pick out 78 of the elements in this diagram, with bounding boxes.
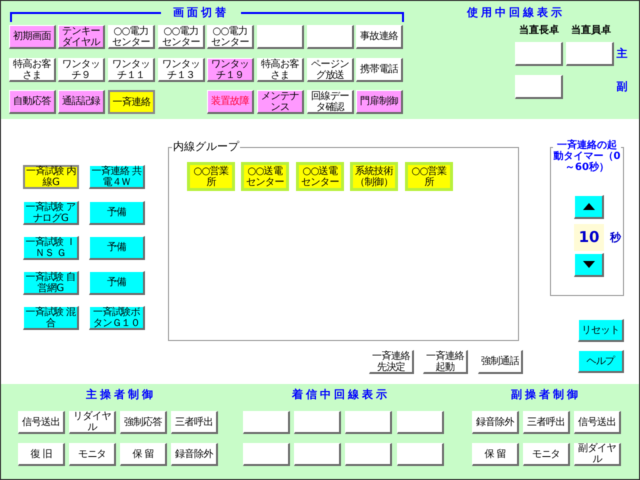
- display-box: [397, 443, 444, 466]
- display-box: [307, 25, 354, 49]
- panel-button: 特高お客さま: [257, 58, 304, 82]
- panel-button: 保 留: [472, 443, 519, 466]
- panel-button: 初期画面: [9, 25, 56, 49]
- panel-button: 録音除外: [171, 443, 218, 466]
- panel-button: 一斉試験 自営網G: [23, 271, 79, 295]
- panel-button: 強制通話: [478, 350, 523, 374]
- panel-button: 携帯電話: [356, 58, 403, 82]
- panel-button: 保 留: [120, 443, 167, 466]
- panel-button: 復 旧: [18, 443, 65, 466]
- display-box: [243, 443, 290, 466]
- panel-button: 門扉制御: [356, 90, 403, 114]
- arrow-button: [574, 195, 604, 219]
- panel-button: 事故連絡: [356, 25, 403, 49]
- panel-button: 系統技術（制御）: [350, 162, 398, 191]
- display-box: [515, 75, 563, 99]
- arrow-button: [574, 253, 604, 277]
- panel-button: 一斉試験 内線G: [23, 165, 79, 189]
- display-box: [294, 443, 341, 466]
- panel-title: 内線グループ: [172, 140, 240, 154]
- panel-button: 一斉試験 ＩＮＳ Ｇ: [23, 236, 79, 260]
- row-label: 副: [616, 80, 628, 94]
- panel-button: ページング放送: [307, 58, 354, 82]
- panel-button: 録音除外: [472, 411, 519, 434]
- unit-label: 秒: [610, 230, 621, 246]
- panel-button: 一斉試験 アナログG: [23, 201, 79, 225]
- display-box: [345, 411, 392, 434]
- panel-button: 副ダイヤル: [574, 443, 621, 466]
- panel-button: 一斉試験ボタンＧ１０: [89, 306, 145, 330]
- panel-button: 三者呼出: [171, 411, 218, 434]
- column-label: 当直員卓: [570, 25, 612, 37]
- display-box: [243, 411, 290, 434]
- row-label: 主: [616, 47, 628, 61]
- panel-button: 自動応答: [9, 90, 56, 114]
- panel-button: ○○電力センター: [207, 25, 254, 49]
- panel-button: 信号送出: [574, 411, 621, 434]
- panel-button: ワンタッチ１１: [108, 58, 155, 82]
- panel-button: 通話記録: [58, 90, 105, 114]
- panel-button: 一斉連絡: [108, 90, 155, 114]
- display-box: [345, 443, 392, 466]
- panel-button: ヘルプ: [578, 350, 624, 373]
- panel-button: ワンタッチ１９: [207, 58, 254, 82]
- panel-button: 信号送出: [18, 411, 65, 434]
- panel-button: 一斉連絡 共電４Ｗ: [89, 165, 145, 189]
- panel-button: リセット: [578, 319, 624, 342]
- panel-button: ○○送電センター: [296, 162, 344, 191]
- panel-title: 一斉連絡の起動タイマー（0～60秒）: [553, 140, 621, 173]
- panel-button: ○○営業所: [187, 162, 235, 191]
- panel-button: ○○営業所: [405, 162, 453, 191]
- panel-button: ○○送電センター: [241, 162, 289, 191]
- panel-button: 強制応答: [120, 411, 167, 434]
- panel-button: モニタ: [69, 443, 116, 466]
- panel-button: ○○電力センター: [108, 25, 155, 49]
- display-box: [566, 42, 614, 66]
- panel-button: モニタ: [523, 443, 570, 466]
- panel-button: 予備: [89, 271, 145, 295]
- panel-button: ワンタッチ９: [58, 58, 105, 82]
- display-box: [515, 42, 563, 66]
- column-label: 当直長卓: [518, 25, 560, 37]
- display-box: [294, 411, 341, 434]
- display-box: [257, 25, 304, 49]
- panel-button: 一斉連絡先決定: [369, 350, 414, 374]
- panel-button: 一斉連絡起動: [423, 350, 468, 374]
- panel-button: ワンタッチ１３: [158, 58, 205, 82]
- panel-button: メンテナンス: [257, 90, 304, 114]
- panel-button: 特高お客さま: [9, 58, 56, 82]
- panel-button: リダイヤル: [69, 411, 116, 434]
- panel-button: 予備: [89, 201, 145, 225]
- panel-button: テンキーダイヤル: [58, 25, 105, 49]
- panel-button: 一斉試験 混合: [23, 306, 79, 330]
- panel-button: ○○電力センター: [158, 25, 205, 49]
- panel-button: 装置故障: [207, 90, 254, 114]
- panel-button: 予備: [89, 236, 145, 260]
- section-heading: 画面切替: [161, 6, 241, 20]
- panel-button: 三者呼出: [523, 411, 570, 434]
- display-box: [397, 411, 444, 434]
- panel-button: 回線データ確認: [307, 90, 354, 114]
